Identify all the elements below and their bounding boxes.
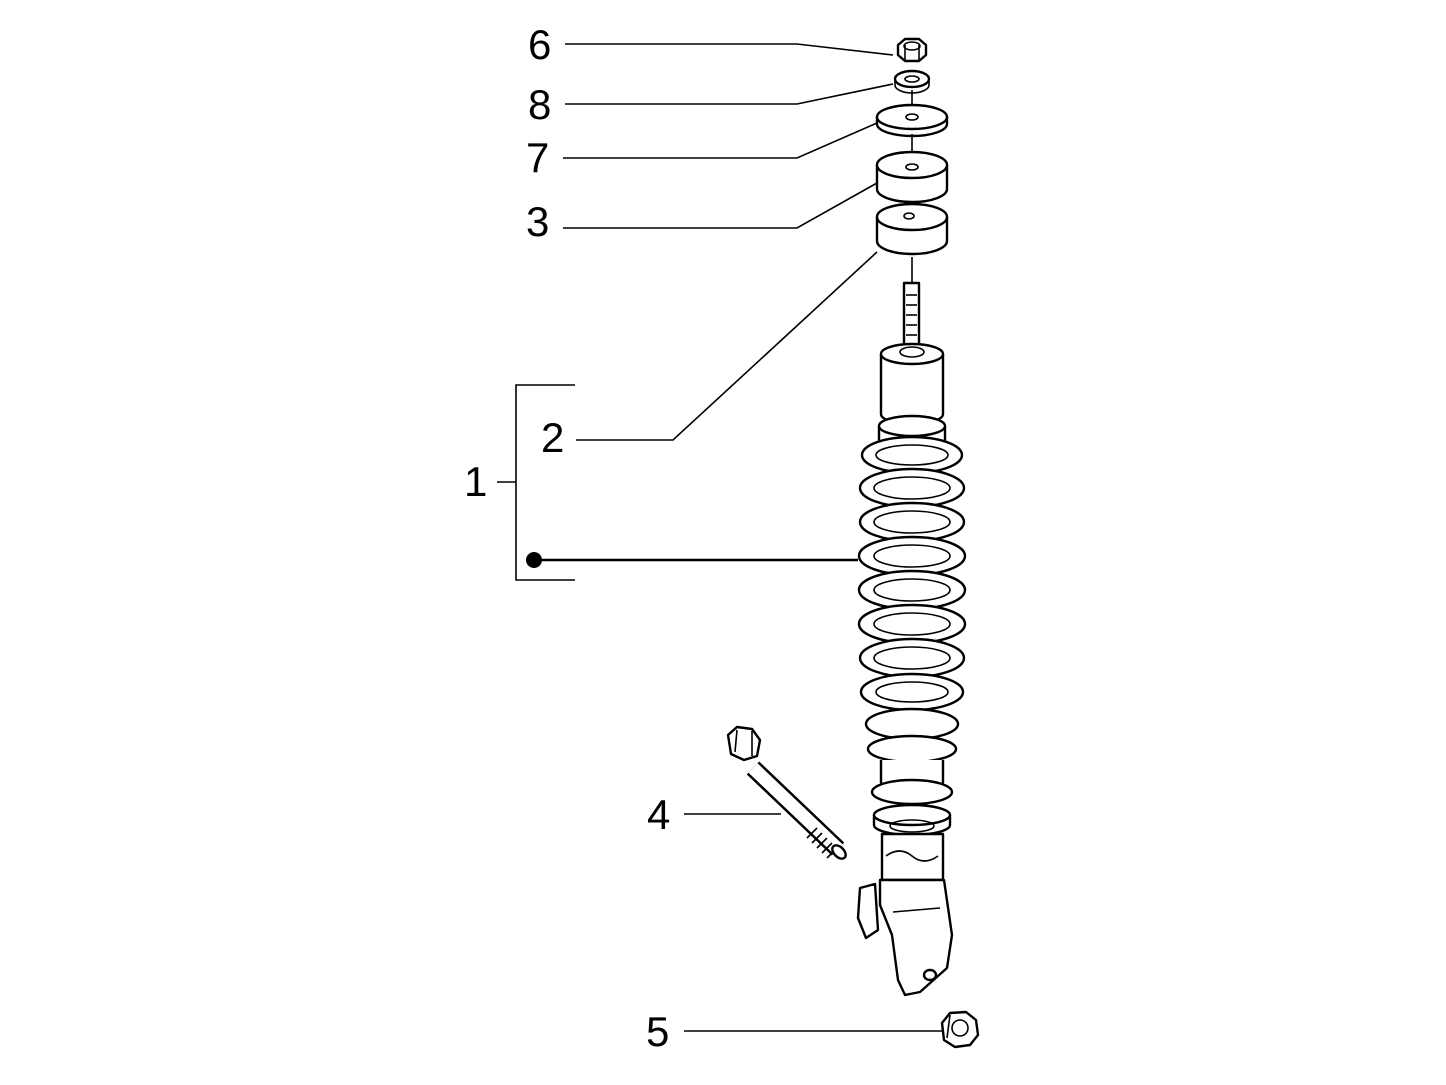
small-washer-icon xyxy=(893,69,931,94)
rubber-bushing-upper-icon xyxy=(875,150,949,204)
callout-1-label: 1 xyxy=(464,458,487,505)
leader-line-6 xyxy=(565,43,894,56)
leader-line-7 xyxy=(563,122,878,159)
shock-absorber-icon xyxy=(856,281,967,997)
callout-7-label: 7 xyxy=(526,134,549,181)
callout-8-label: 8 xyxy=(528,81,551,128)
hex-nut-bottom-icon xyxy=(940,1010,980,1049)
leader-lines xyxy=(497,43,942,1032)
callout-4-label: 4 xyxy=(647,791,670,838)
callout-2-label: 2 xyxy=(541,414,564,461)
callout-3-label: 3 xyxy=(526,198,549,245)
callout-5-label: 5 xyxy=(646,1008,669,1055)
rubber-bushing-lower-icon xyxy=(875,202,949,256)
leader-1-dot xyxy=(526,552,542,568)
hex-nut-top-icon xyxy=(896,37,928,63)
leader-line-3 xyxy=(563,182,878,229)
hex-bolt-icon xyxy=(726,725,847,860)
flat-washer-icon xyxy=(875,103,949,138)
callout-6-label: 6 xyxy=(528,21,551,68)
leader-line-2 xyxy=(576,251,878,441)
leader-line-8 xyxy=(565,83,894,105)
